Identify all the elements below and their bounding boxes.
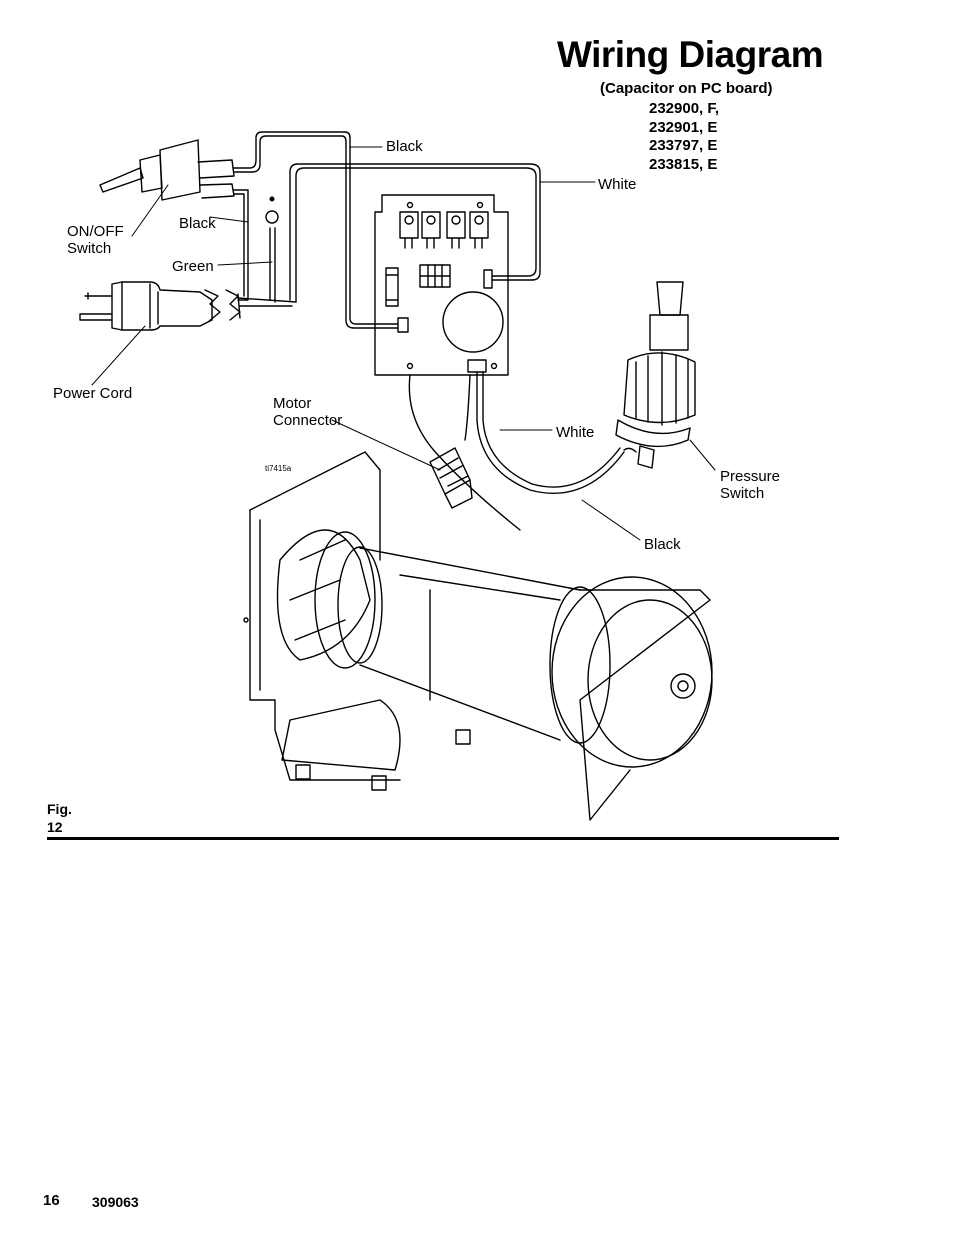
label-on-off-switch: ON/OFF Switch [67, 223, 124, 257]
figure-number: 12 [47, 819, 63, 835]
model-number: 233797, E [649, 137, 718, 154]
label-pressure-line: Pressure [720, 468, 781, 485]
leader-power-cord [91, 325, 146, 386]
figure-label-prefix: Fig. [47, 801, 72, 817]
motor-connector-drawing [429, 447, 473, 509]
pc-board-drawing [374, 194, 509, 376]
leader-black-mid [209, 216, 249, 223]
drawing-id: ti7415a [265, 464, 292, 473]
leader-green [217, 261, 273, 266]
motor-drawing [243, 451, 713, 821]
figure-label: Fig. 12 [47, 800, 72, 836]
label-on-off-line: ON/OFF [67, 223, 124, 240]
label-green: Green [172, 258, 214, 275]
on-off-switch-drawing [99, 139, 235, 201]
leader-motor-connector [331, 419, 441, 471]
label-motor-connector: Motor Connector [273, 395, 342, 429]
leader-pressure-switch [689, 439, 716, 471]
label-white-top: White [598, 176, 637, 193]
power-plug-drawing [79, 281, 241, 331]
document-number: 309063 [92, 1194, 139, 1210]
label-black-top: Black [386, 138, 423, 155]
label-motor-line: Motor [273, 395, 312, 412]
leader-switch [131, 184, 169, 237]
page-subtitle: (Capacitor on PC board) [600, 80, 773, 97]
label-pressure-switch: Pressure Switch [720, 468, 780, 502]
model-list: 232900, F, 232901, E 233797, E 233815, E [649, 100, 719, 174]
label-power-cord: Power Cord [53, 385, 133, 402]
page-title: Wiring Diagram [557, 34, 824, 75]
horizontal-rule [47, 837, 839, 840]
label-connector-line: Connector [273, 412, 343, 429]
label-black-mid: Black [179, 215, 216, 232]
label-black-lower: Black [644, 536, 681, 553]
pressure-switch-drawing [615, 281, 696, 469]
label-switch-line: Switch [720, 485, 765, 502]
label-white-lower: White [556, 424, 595, 441]
model-number: 233815, E [649, 155, 718, 173]
model-number: 232901, E [649, 118, 718, 136]
page-number: 16 [43, 1192, 60, 1209]
label-switch-line: Switch [67, 240, 112, 257]
leader-black-lower [581, 499, 641, 541]
model-number: 232900, F, [649, 100, 720, 117]
